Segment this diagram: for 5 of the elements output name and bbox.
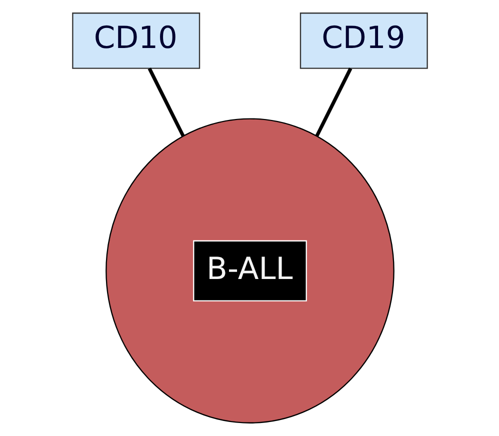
connector — [147, 68, 184, 137]
connector — [314, 68, 352, 137]
node-box: CD19 — [299, 12, 428, 69]
node-box: CD10 — [72, 12, 200, 69]
node-circle: B-ALL — [105, 118, 394, 424]
